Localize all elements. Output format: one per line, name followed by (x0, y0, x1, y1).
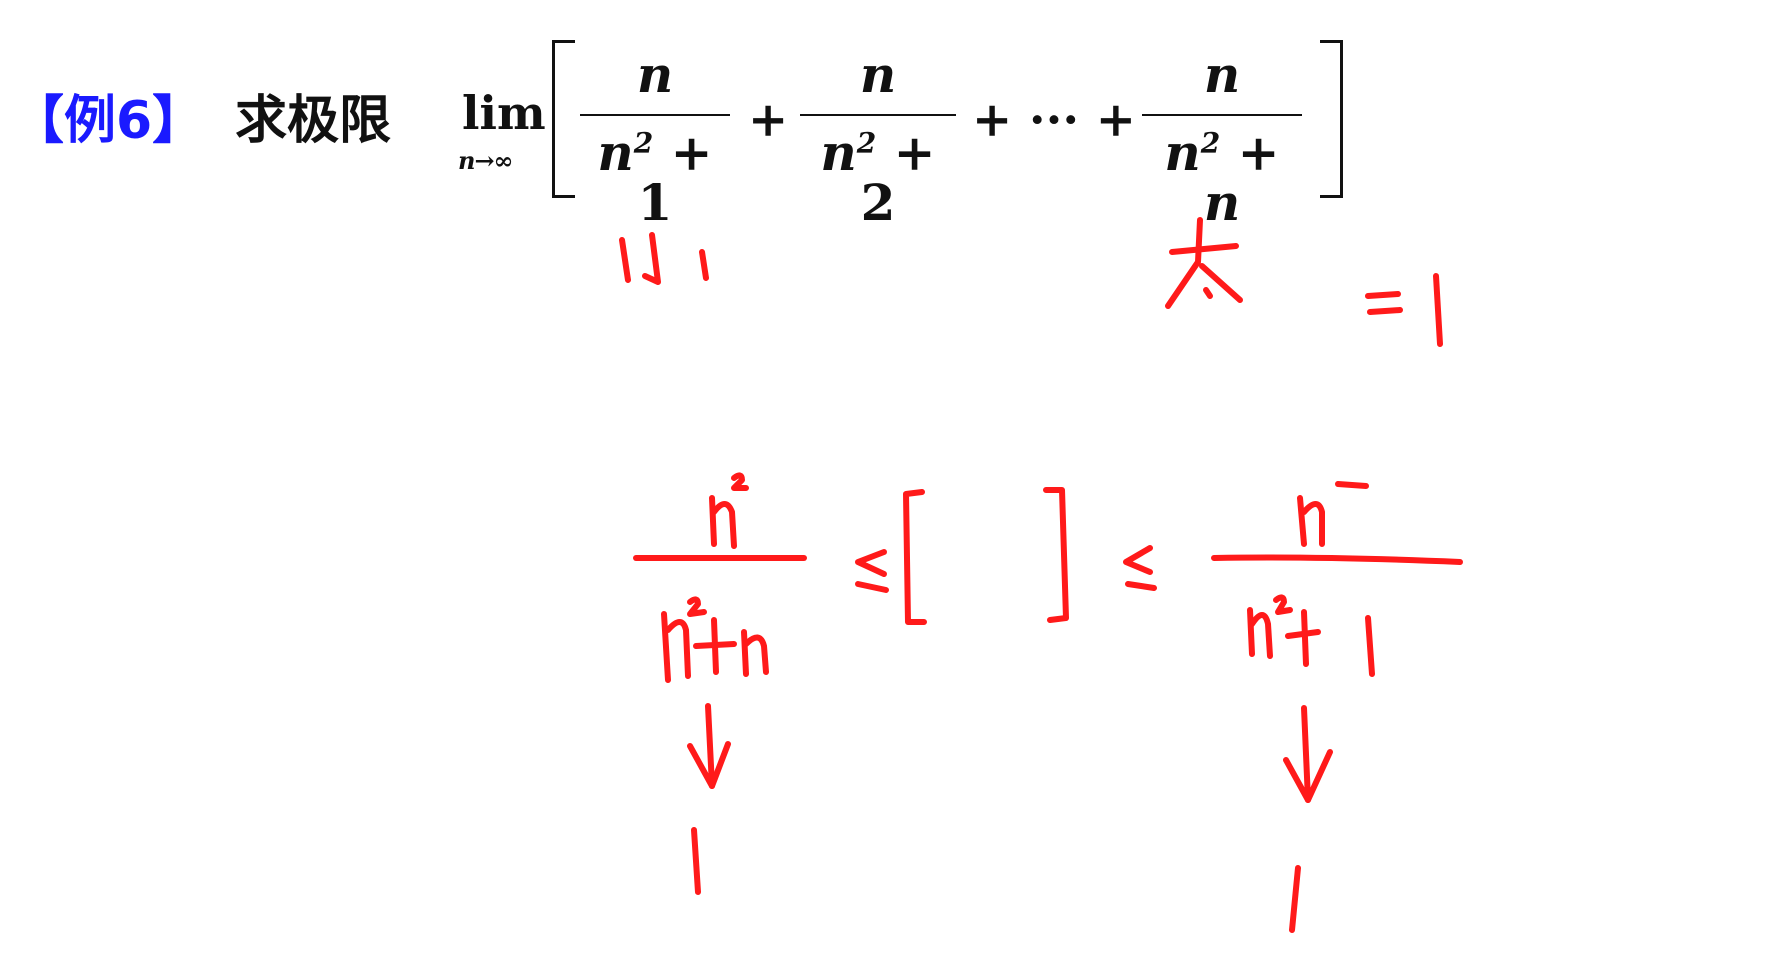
fraction-bar (580, 114, 730, 116)
problem-prompt: 求极限 (235, 91, 392, 151)
fraction-term-2: n n2 + 2 (800, 50, 956, 228)
lim-symbol: lim (462, 86, 546, 140)
handwritten-arrow-right (1283, 705, 1333, 803)
right-bracket (1320, 40, 1343, 198)
lim-subscript: n→∞ (458, 146, 514, 175)
term-3-denominator: n2 + n (1164, 123, 1280, 232)
handwritten-inequality (855, 487, 1157, 625)
fraction-term-1: n n2 + 1 (580, 50, 730, 228)
term-1-numerator: n (636, 45, 674, 104)
fraction-bar (800, 114, 956, 116)
handwritten-arrow-left (687, 703, 731, 789)
handwritten-upper-bound-fraction (1211, 481, 1463, 677)
term-1-denominator: n2 + 1 (597, 123, 713, 232)
handwritten-big-char (1165, 217, 1243, 309)
term-2-numerator: n (859, 45, 897, 104)
handwritten-limit-left (691, 827, 701, 895)
fraction-bar (1142, 114, 1302, 116)
left-bracket (552, 40, 575, 198)
handwritten-small-char (619, 232, 709, 285)
handwritten-lower-bound-fraction (633, 472, 807, 683)
example-tag: 【例6】 (12, 91, 205, 151)
plus-ellipsis: + ··· + (972, 92, 1136, 148)
handwritten-limit-right (1289, 865, 1301, 933)
term-3-numerator: n (1203, 45, 1241, 104)
plus-sign: + (748, 92, 789, 148)
fraction-term-3: n n2 + n (1142, 50, 1302, 228)
term-2-denominator: n2 + 2 (820, 123, 936, 232)
handwritten-equals-one (1365, 273, 1443, 347)
